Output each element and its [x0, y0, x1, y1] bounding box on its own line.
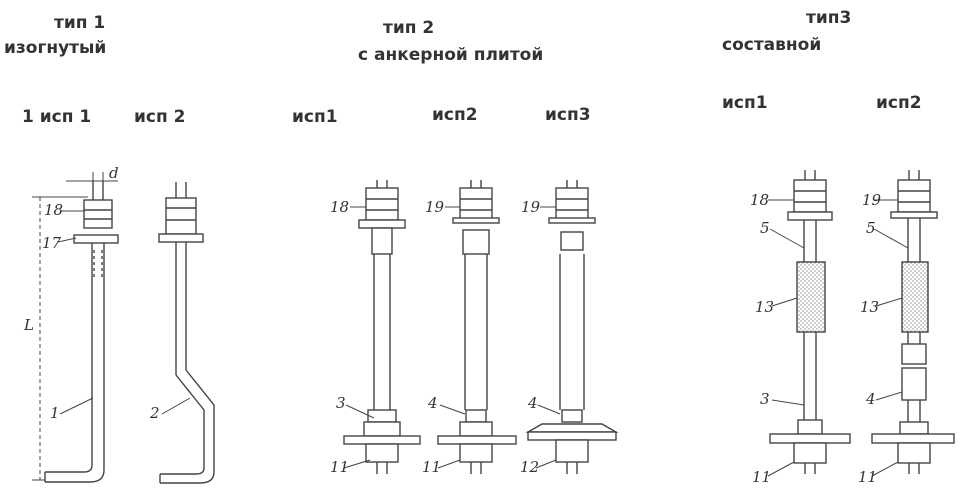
- callout-3: 3: [336, 394, 346, 412]
- bolt-t1v2: [158, 182, 215, 484]
- callout-18: 18: [44, 201, 63, 219]
- callout-5: 5: [866, 219, 876, 237]
- type3-subtitle: составной: [722, 35, 822, 55]
- callout-2: 2: [149, 404, 160, 422]
- dimension-l: [32, 196, 88, 481]
- type1-title: тип 1: [54, 13, 106, 33]
- callout-18: 18: [330, 198, 349, 216]
- bolt-t3v1: [769, 170, 851, 474]
- callout-19: 19: [521, 198, 541, 216]
- variant-label-t2v1: исп1: [292, 107, 338, 127]
- callout-11: 11: [752, 468, 771, 486]
- dimension-d: [66, 172, 118, 190]
- type2-title: тип 2: [383, 18, 435, 38]
- callout-17: 17: [42, 234, 62, 252]
- callout-19: 19: [862, 191, 882, 209]
- callout-3: 3: [760, 390, 770, 408]
- callout-12: 12: [520, 458, 539, 476]
- callout-4: 4: [527, 394, 538, 412]
- callout-11: 11: [422, 458, 441, 476]
- callout-11: 11: [858, 468, 877, 486]
- bolt-t2v2: [437, 180, 517, 474]
- callout-13: 13: [860, 298, 879, 316]
- bolt-t2v1: [343, 180, 421, 474]
- callout-4: 4: [427, 394, 438, 412]
- variant-label-t3v2: исп2: [876, 93, 922, 113]
- bolt-t3v2: [871, 170, 955, 474]
- variant-label-t1v1: 1 исп 1: [22, 107, 92, 127]
- variant-label-t3v1: исп1: [722, 93, 768, 113]
- callout-13: 13: [755, 298, 774, 316]
- callout-18: 18: [750, 191, 769, 209]
- callout-19: 19: [425, 198, 445, 216]
- variant-label-t2v2: исп2: [432, 105, 478, 125]
- callout-11: 11: [330, 458, 349, 476]
- callout-5: 5: [760, 219, 770, 237]
- callout-1: 1: [50, 404, 60, 422]
- dim-label-d: d: [109, 164, 119, 182]
- bolt-t1v1: [44, 180, 119, 483]
- type3-title: тип3: [806, 8, 852, 28]
- type1-subtitle: изогнутый: [4, 38, 107, 58]
- variant-label-t1v2: исп 2: [134, 107, 186, 127]
- bolt-t2v3: [525, 180, 619, 474]
- dim-label-l: L: [23, 316, 34, 334]
- type2-subtitle: с анкерной плитой: [358, 45, 544, 65]
- variant-label-t2v3: исп3: [545, 105, 591, 125]
- leader-lines: [57, 199, 909, 477]
- callout-4: 4: [865, 390, 876, 408]
